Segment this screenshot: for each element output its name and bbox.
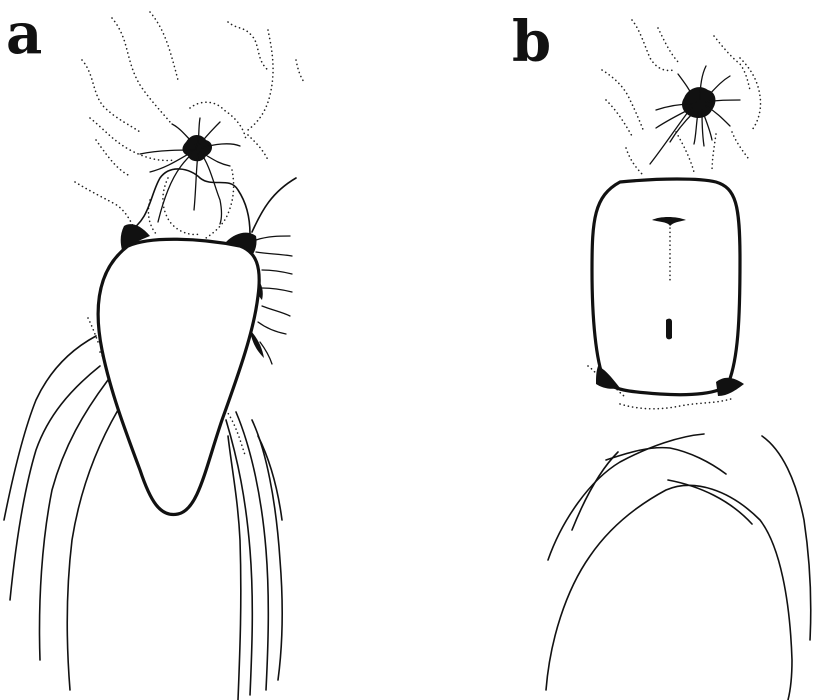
panel-b-lower-fibres (546, 434, 811, 700)
panel-b-drawing (546, 20, 811, 700)
panel-b-junction-right (716, 378, 744, 396)
panel-b-square-nucleus (592, 179, 740, 395)
panel-a-right-processes (256, 236, 292, 364)
panel-b-stellate-cell (650, 66, 740, 164)
panel-a-drawing (4, 12, 304, 700)
panel-a-teardrop-nucleus (98, 239, 259, 514)
